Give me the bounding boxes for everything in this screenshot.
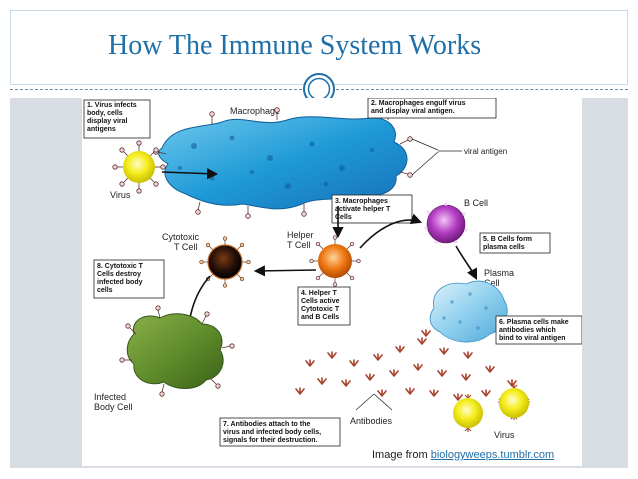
arrow-helper-t-to-b-cell	[359, 213, 423, 249]
arrow-b-cell-to-plasma	[455, 245, 478, 281]
cytotoxic-t-cell	[199, 236, 251, 288]
slide-title: How The Immune System Works	[108, 30, 482, 61]
title-divider-right	[336, 89, 628, 90]
antibodies-label: Antibodies	[350, 416, 393, 426]
svg-text:5. B Cells form plas: 5. B Cells form plasma cells	[483, 236, 534, 251]
virus-right-label: Virus	[494, 430, 515, 440]
macrophage	[153, 107, 413, 219]
arrow-helper-t-to-cytotoxic-t	[253, 265, 317, 277]
svg-text:6. Plasma cells make: 6. Plasma cells make antibodies which bi…	[499, 319, 571, 342]
step-3-text: 3. Macrophages activate helper T Cells	[331, 194, 413, 224]
macrophage-label: Macrophage	[230, 106, 280, 116]
step-6-text: 6. Plasma cells make antibodies which bi…	[495, 315, 583, 345]
step-5-text: 5. B Cells form plasma cells	[479, 232, 551, 254]
svg-text:8. Cytotoxic T Cells: 8. Cytotoxic T Cells destroy infected bo…	[97, 263, 145, 294]
infected-cell-label: Infected Body Cell	[94, 392, 133, 412]
virus-bottom-2	[498, 384, 530, 420]
step-4-text: 4. Helper T Cells active Cytotoxic T and…	[297, 286, 351, 326]
step-7-text: 7. Antibodies attach to the virus and in…	[219, 417, 341, 447]
viral-antigen-label: viral antigen	[464, 147, 507, 156]
helper-t-label: Helper T Cell	[287, 230, 316, 250]
image-credit: Image from biologyweeps.tumblr.com	[372, 449, 554, 461]
svg-text:4. Helper T Cells ac: 4. Helper T Cells active Cytotoxic T and…	[301, 290, 341, 321]
step-8-text: 8. Cytotoxic T Cells destroy infected bo…	[93, 259, 165, 299]
arrow-virus-to-macrophage	[161, 168, 219, 180]
cytotoxic-t-label: Cytotoxic T Cell	[162, 232, 202, 252]
image-credit-link[interactable]: biologyweeps.tumblr.com	[430, 449, 555, 461]
title-bar	[10, 10, 628, 85]
antibodies-pointer	[355, 393, 393, 411]
virus-left-label: Virus	[110, 190, 131, 200]
step-1-text: 1. Virus infects body, cells display vir…	[83, 99, 151, 139]
step-2-text: 2. Macrophages engulf virus and display …	[367, 97, 497, 119]
image-credit-prefix: Image from	[372, 449, 428, 461]
b-cell-label: B Cell	[464, 198, 488, 208]
virus-left	[112, 140, 166, 194]
immune-diagram: 1. Virus infects body, cells display vir…	[82, 97, 583, 466]
viral-antigen-pointer	[411, 138, 462, 176]
antibodies-cluster	[295, 329, 517, 401]
b-cell	[424, 202, 468, 244]
svg-text:1. Virus infects bod: 1. Virus infects body, cells display vir…	[87, 102, 139, 133]
virus-bottom-1	[453, 394, 483, 432]
helper-t-cell	[309, 235, 361, 287]
title-divider-left	[10, 89, 302, 90]
plasma-cell-label: Plasma Cell	[484, 268, 517, 288]
svg-text:2. Macrophages engulf virus: 2. Macrophages engulf virus and display …	[371, 100, 467, 115]
svg-text:7. Antibodies attach to the: 7. Antibodies attach to the virus and in…	[223, 421, 323, 444]
infected-body-cell	[119, 305, 235, 397]
diagram-canvas: 1. Virus infects body, cells display vir…	[83, 97, 583, 447]
svg-text:3. Macrophages activ: 3. Macrophages activate helper T Cells	[335, 198, 392, 221]
